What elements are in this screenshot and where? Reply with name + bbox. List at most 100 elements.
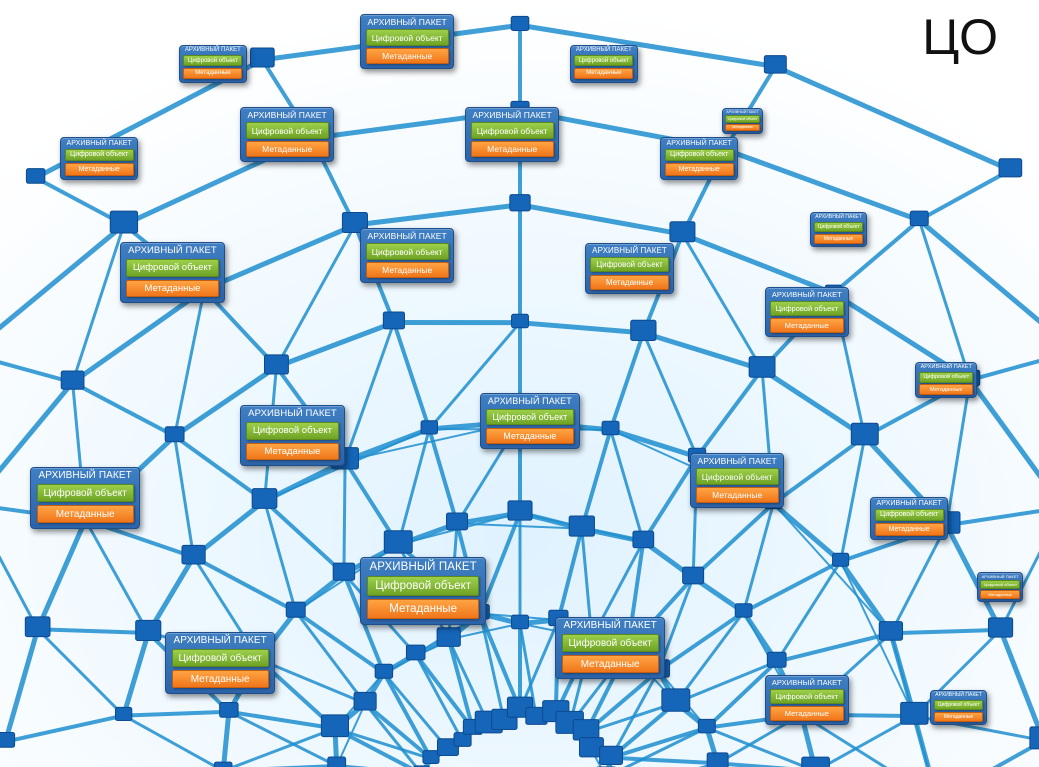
metadata-label: Метаданные [183,67,243,79]
network-node [766,651,787,668]
network-node [453,732,472,747]
network-node [25,168,46,184]
package-title: АРХИВНЫЙ ПАКЕТ [563,620,657,632]
network-node [900,701,929,725]
network-edge [556,526,584,622]
network-edge [71,223,126,384]
network-node [320,714,350,738]
digital-object-label: Цифровой объект [470,122,554,139]
digital-object-label: Цифровой объект [246,421,339,440]
network-edge [967,377,1039,479]
metadata-label: Метаданные [365,48,449,65]
network-node [511,614,529,630]
network-node [213,761,233,767]
network-edge [221,709,232,767]
network-edge [446,637,475,731]
network-edge [518,618,560,712]
corner-label: ЦО [922,9,999,65]
network-edge [772,64,1013,173]
metadata-label: Метаданные [919,384,974,395]
digital-object-label: Цифровой объект [933,699,984,711]
network-edge [382,671,450,751]
network-edge [772,502,892,635]
network-node [682,566,705,585]
package-title: АРХИВНЫЙ ПАКЕТ [248,408,337,420]
package-title: АРХИВНЫЙ ПАКЕТ [184,47,241,54]
network-edge [35,517,88,632]
network-node [987,617,1014,638]
network-edge [226,709,337,731]
network-node [446,512,469,531]
network-node [661,688,691,712]
network-edge [0,360,75,385]
network-node [630,319,657,341]
network-node [697,718,716,734]
network-edge [447,637,491,727]
network-edge [414,652,465,743]
network-edge [83,518,150,635]
package-title: АРХИВНЫЙ ПАКЕТ [369,560,477,573]
network-node [436,738,459,757]
metadata-label: Метаданные [470,141,554,158]
network-edge [191,555,298,614]
network-edge [998,627,1039,736]
package-title: АРХИВНЫЙ ПАКЕТ [66,139,132,147]
package-title: АРХИВНЫЙ ПАКЕТ [247,109,327,120]
network-edge [342,459,347,576]
package-title: АРХИВНЫЙ ПАКЕТ [367,16,447,27]
network-edge [715,761,791,767]
network-edge [172,364,279,439]
network-edge [609,725,709,760]
network-edge [742,501,775,614]
network-edge [695,367,765,459]
network-edge [967,358,1039,383]
network-edge [517,22,778,70]
network-edge [945,378,972,527]
package-title: АРХИВНЫЙ ПАКЕТ [128,245,217,257]
network-node [285,601,306,618]
package-title: АРХИВНЫЙ ПАКЕТ [726,109,759,114]
network-edge [609,755,720,766]
digital-object-label: Цифровой объект [485,408,574,426]
network-edge [456,522,583,530]
network-edge [121,630,151,719]
network-edge [427,427,460,526]
network-edge [641,454,700,544]
network-node [1029,726,1039,750]
network-node [251,488,278,509]
network-edge [0,379,76,474]
network-node [181,544,206,565]
network-node [572,719,600,741]
network-node [734,603,753,618]
metadata-label: Метаданные [874,523,944,536]
digital-object-label: Цифровой объект [919,371,974,383]
network-edge [517,320,646,336]
network-node [748,356,776,378]
network-edge [774,631,893,664]
metadata-label: Метаданные [724,123,761,132]
metadata-label: Метаданные [64,163,134,176]
network-node [60,370,85,390]
package-title: АРХИВНЫЙ ПАКЕТ [487,395,572,406]
package-title: АРХИВНЫЙ ПАКЕТ [876,499,942,507]
digital-object-label: Цифровой объект [574,55,634,67]
network-node [422,750,440,764]
network-node [599,745,623,766]
package-title: АРХИВНЫЙ ПАКЕТ [173,635,267,647]
package-title: АРХИВНЫЙ ПАКЕТ [666,139,732,147]
network-edge [70,287,207,385]
network-node [632,530,655,549]
network-edge [759,367,868,440]
network-edge [294,610,367,705]
network-edge [741,559,843,615]
metadata-label: Метаданные [590,274,669,290]
